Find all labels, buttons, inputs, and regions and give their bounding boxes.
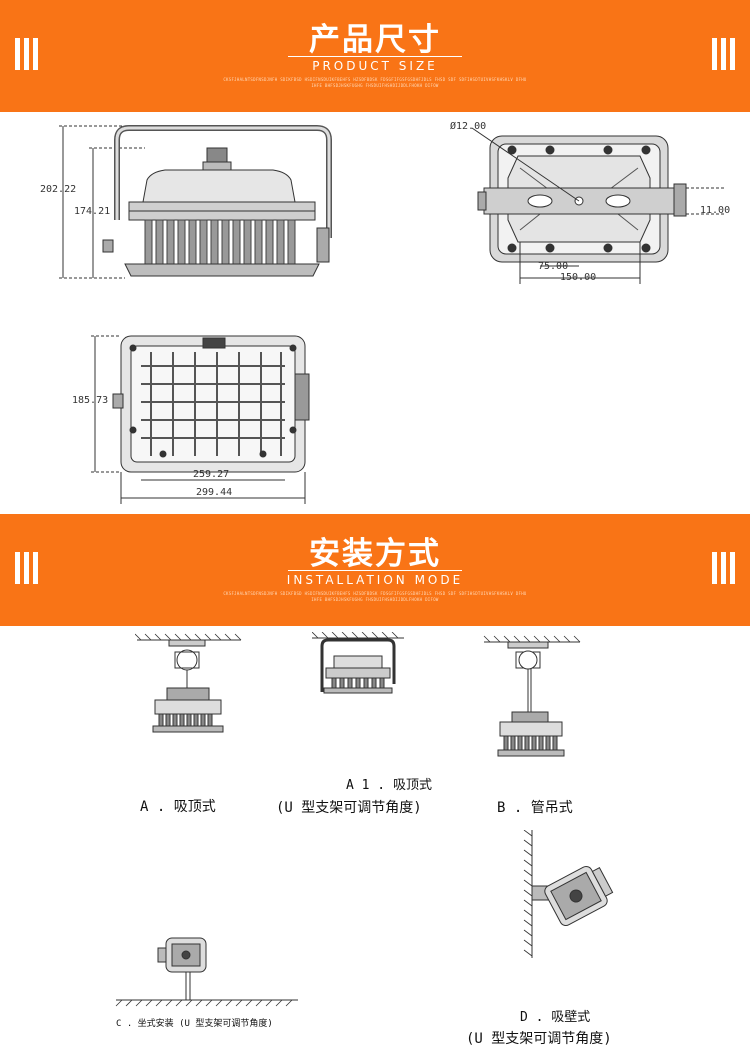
dim-slot-width: 11.00: [700, 205, 731, 216]
section-title: 产品尺寸: [309, 22, 441, 58]
decorative-fine-text: CKSFJHALNTSDFNSDJNFH SDIKFBSD HSDIFNSDUI…: [223, 591, 527, 602]
section-subtitle: PRODUCT SIZE: [312, 59, 438, 73]
caption-mode-b: B . 管吊式: [497, 800, 573, 816]
dim-hole-diameter: Ø12.00: [450, 121, 487, 132]
caption-mode-a1-line2: (U 型支架可调节角度): [276, 800, 422, 816]
front-view-drawing: [85, 322, 335, 506]
section-subtitle: INSTALLATION MODE: [286, 573, 464, 587]
caption-mode-d-line1: D . 吸壁式: [520, 1010, 591, 1025]
mode-a1-drawing: [312, 632, 404, 698]
bars-decoration-left: [15, 38, 38, 70]
decorative-fine-text: CKSFJHALNTSDFNSDJNFH SDIKFBSD HSDIFNSDUI…: [223, 77, 527, 88]
title-divider: [288, 570, 462, 571]
mode-c-drawing: [112, 928, 302, 1012]
mode-d-drawing: [518, 830, 618, 960]
mode-b-drawing: [482, 634, 582, 774]
section-banner-product-size: 产品尺寸 PRODUCT SIZE CKSFJHALNTSDFNSDJNFH S…: [0, 0, 750, 112]
dim-height-body: 174.21: [74, 206, 111, 217]
side-view-drawing: [55, 118, 345, 288]
top-view-drawing: [440, 118, 730, 288]
bars-decoration-right: [712, 552, 735, 584]
section-title: 安装方式: [309, 536, 441, 572]
mode-a-drawing: [135, 630, 245, 740]
caption-mode-d-line2: (U 型支架可调节角度): [466, 1031, 612, 1047]
bars-decoration-right: [712, 38, 735, 70]
caption-mode-a: A . 吸顶式: [140, 799, 216, 815]
dim-hole-spacing-b: 150.00: [560, 272, 597, 283]
section-banner-installation-mode: 安装方式 INSTALLATION MODE CKSFJHALNTSDFNSDJ…: [0, 514, 750, 626]
dim-front-height: 185.73: [72, 395, 109, 406]
caption-mode-c: C . 坐式安装 (U 型支架可调节角度): [116, 1019, 273, 1029]
title-divider: [288, 56, 462, 57]
dim-front-inner-width: 259.27: [193, 469, 230, 480]
dim-hole-spacing-a: 75.00: [538, 261, 569, 272]
dim-height-total: 202.22: [40, 184, 77, 195]
caption-mode-a1-line1: A 1 . 吸顶式: [346, 778, 432, 793]
bars-decoration-left: [15, 552, 38, 584]
dim-front-outer-width: 299.44: [196, 487, 233, 498]
